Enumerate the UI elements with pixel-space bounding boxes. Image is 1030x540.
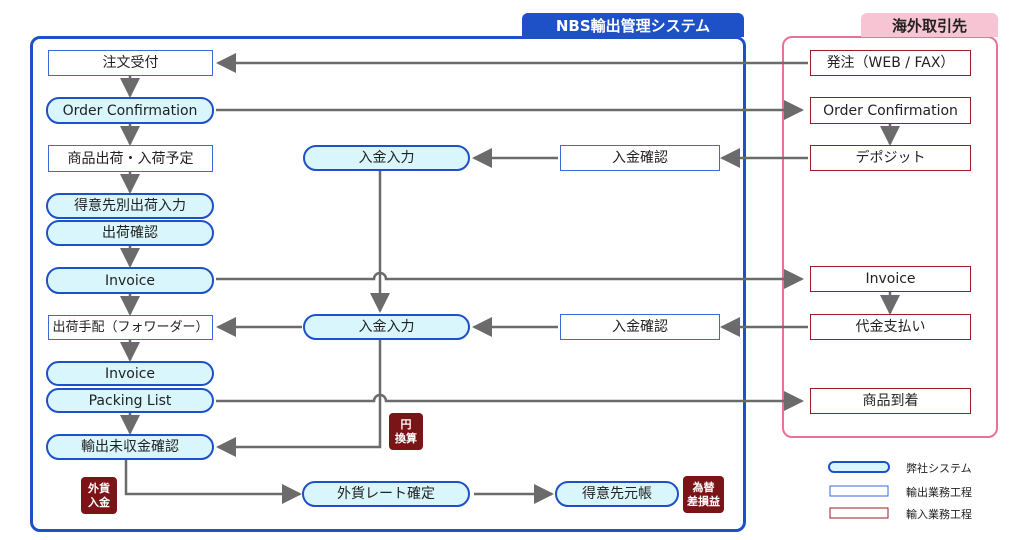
shipment-schedule-node[interactable]: 商品出荷・入荷予定 bbox=[48, 145, 213, 172]
partner-title: 海外取引先 bbox=[861, 13, 998, 37]
foreign-payment-line-2: 入金 bbox=[88, 495, 110, 509]
foreign-payment-line-1: 外貨 bbox=[88, 481, 110, 495]
partner-arrival-node[interactable]: 商品到着 bbox=[810, 388, 971, 414]
partner-deposit-node[interactable]: デポジット bbox=[810, 145, 971, 171]
partner-order-node[interactable]: 発注（WEB / FAX） bbox=[810, 50, 971, 76]
payment-check-node-1[interactable]: 入金確認 bbox=[560, 145, 720, 171]
legend-import-swatch bbox=[829, 507, 889, 519]
customer-ledger-node[interactable]: 得意先元帳 bbox=[555, 481, 679, 507]
fx-gain-loss-line-2: 差損益 bbox=[687, 494, 720, 508]
legend-import-label: 輸入業務工程 bbox=[906, 508, 972, 521]
invoice-node-1[interactable]: Invoice bbox=[46, 267, 214, 294]
partner-order-confirmation-node[interactable]: Order Confirmation bbox=[810, 97, 971, 124]
legend-system-label: 弊社システム bbox=[906, 462, 972, 475]
legend-export-swatch bbox=[829, 485, 889, 497]
order-receipt-node[interactable]: 注文受付 bbox=[48, 50, 213, 76]
partner-frame bbox=[782, 36, 998, 438]
shipping-arrangement-node[interactable]: 出荷手配（フォワーダー） bbox=[48, 315, 213, 340]
payment-check-node-2[interactable]: 入金確認 bbox=[560, 314, 720, 340]
legend-export-label: 輸出業務工程 bbox=[906, 486, 972, 499]
yen-conversion-badge: 円 換算 bbox=[389, 413, 423, 450]
yen-conversion-line-2: 換算 bbox=[395, 431, 417, 445]
yen-conversion-line-1: 円 bbox=[400, 417, 412, 431]
nbs-system-frame bbox=[30, 36, 746, 532]
fx-gain-loss-line-1: 為替 bbox=[692, 480, 715, 494]
nbs-system-title: NBS輸出管理システム bbox=[522, 13, 744, 37]
invoice-node-2[interactable]: Invoice bbox=[46, 361, 214, 386]
foreign-payment-badge: 外貨 入金 bbox=[81, 477, 117, 514]
legend-system-swatch bbox=[828, 461, 890, 473]
partner-invoice-node[interactable]: Invoice bbox=[810, 266, 971, 292]
fx-rate-confirm-node[interactable]: 外貨レート確定 bbox=[302, 481, 470, 507]
payment-entry-node-2[interactable]: 入金入力 bbox=[303, 314, 470, 340]
payment-entry-node-1[interactable]: 入金入力 bbox=[303, 145, 470, 171]
export-unpaid-check-node[interactable]: 輸出未収金確認 bbox=[46, 434, 214, 460]
packing-list-node[interactable]: Packing List bbox=[46, 388, 214, 413]
order-confirmation-node[interactable]: Order Confirmation bbox=[46, 97, 214, 124]
fx-gain-loss-badge: 為替 差損益 bbox=[683, 476, 724, 513]
shipment-confirmation-node[interactable]: 出荷確認 bbox=[46, 220, 214, 246]
partner-payment-node[interactable]: 代金支払い bbox=[810, 314, 971, 340]
customer-shipment-entry-node[interactable]: 得意先別出荷入力 bbox=[46, 193, 214, 219]
